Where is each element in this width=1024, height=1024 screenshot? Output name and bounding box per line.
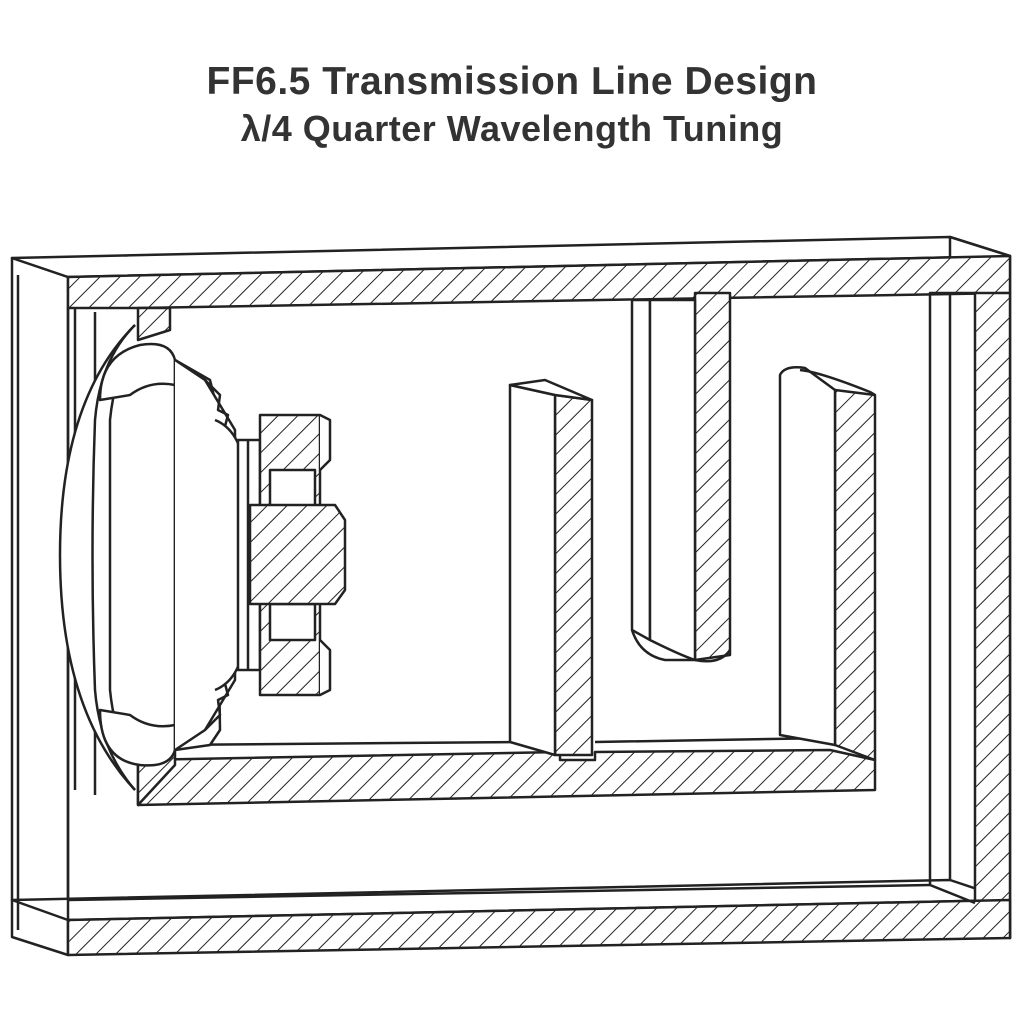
upper-baffle bbox=[136, 306, 172, 342]
first-divider bbox=[553, 393, 594, 757]
top-wall-section bbox=[66, 254, 1012, 310]
diagram-title: FF6.5 Transmission Line Design bbox=[206, 60, 818, 103]
bottom-wall-section bbox=[66, 898, 1012, 957]
third-divider bbox=[833, 388, 877, 762]
title-block: FF6.5 Transmission Line Design λ/4 Quart… bbox=[0, 58, 1024, 152]
lower-floor-baffle bbox=[136, 748, 877, 807]
driver bbox=[58, 308, 347, 795]
right-wall-section bbox=[973, 291, 1012, 940]
folded-line-baffles bbox=[136, 291, 877, 807]
second-divider bbox=[693, 291, 732, 662]
enclosure-left-panel bbox=[10, 256, 70, 957]
diagram-subtitle: λ/4 Quarter Wavelength Tuning bbox=[240, 108, 784, 149]
enclosure bbox=[10, 235, 1012, 957]
